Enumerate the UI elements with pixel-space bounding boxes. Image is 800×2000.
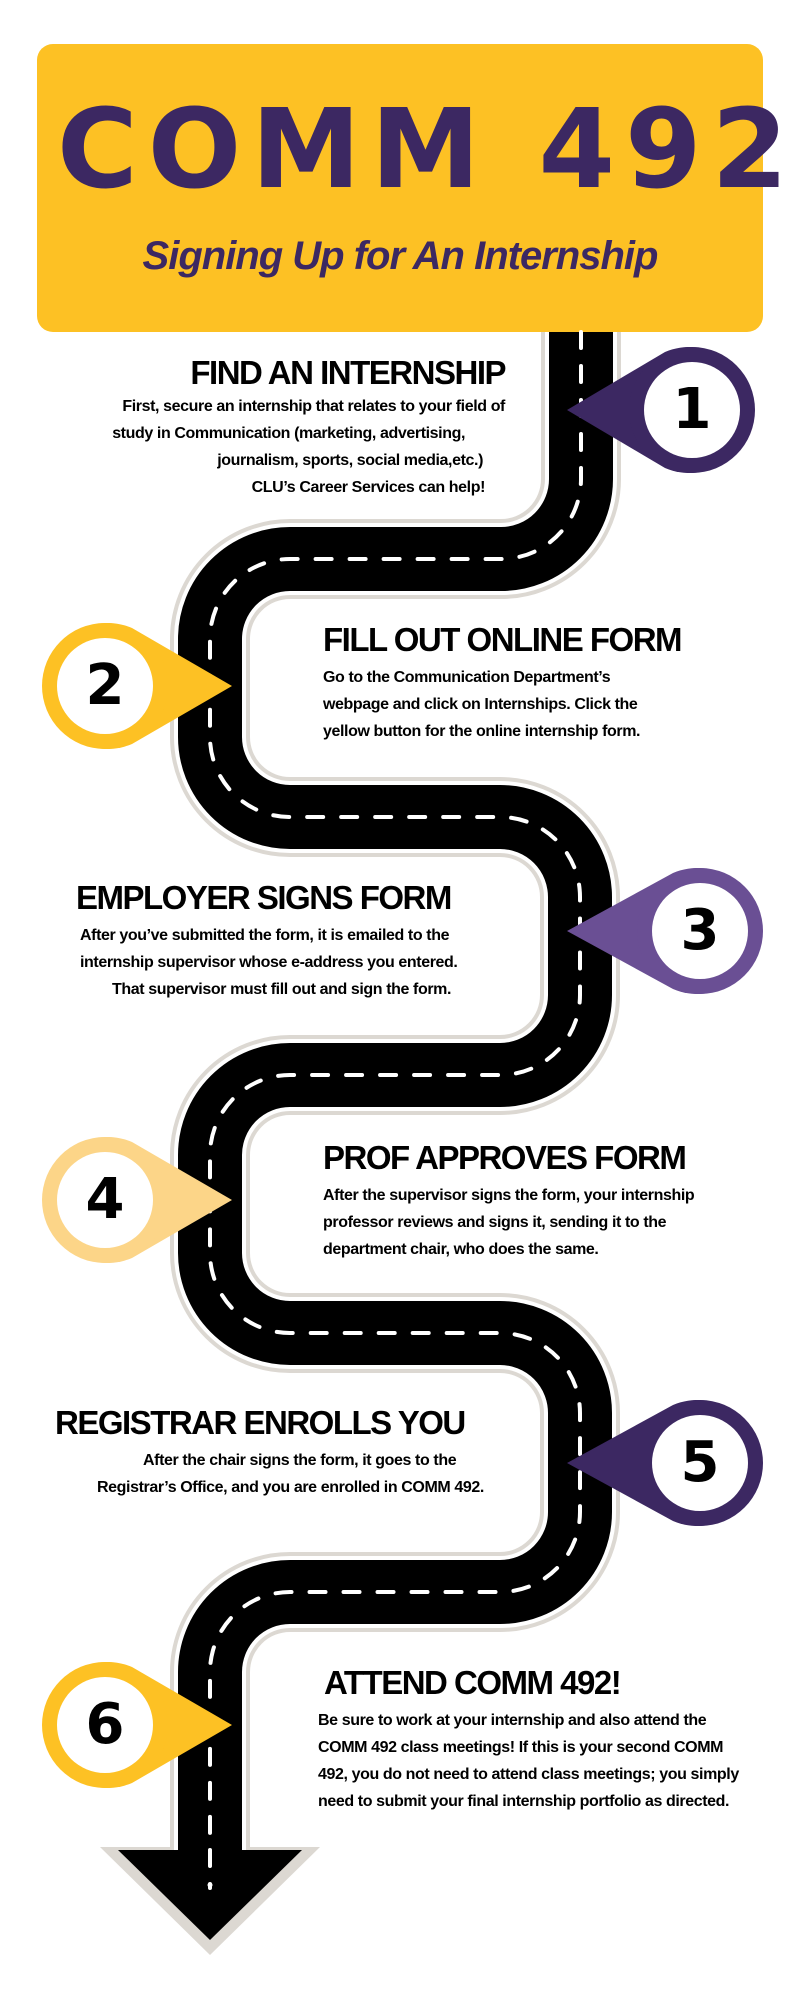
header-banner: COMM 492 Signing Up for An Internship xyxy=(37,44,799,332)
step-1-description: First, secure an internship that relates… xyxy=(60,393,505,501)
step-3-line: After you’ve submitted the form, it is e… xyxy=(80,927,450,944)
step-3-line: internship supervisor whose e-address yo… xyxy=(80,954,458,971)
step-3-heading: EMPLOYER SIGNS FORM xyxy=(76,879,452,916)
step-1-number: 1 xyxy=(672,377,712,442)
step-3-pin-icon xyxy=(567,868,763,994)
step-2: FILL OUT ONLINE FORM Go to the Communica… xyxy=(323,622,763,745)
step-6-number: 6 xyxy=(85,1692,125,1757)
step-6-line: 492, you do not need to attend class mee… xyxy=(318,1766,739,1783)
step-2-pin-icon xyxy=(42,623,233,749)
step-3: EMPLOYER SIGNS FORM After you’ve submitt… xyxy=(72,880,502,1003)
step-3-description: After you’ve submitted the form, it is e… xyxy=(72,922,502,1003)
step-6: ATTEND COMM 492! Be sure to work at your… xyxy=(318,1665,788,1815)
page-subtitle: Signing Up for An Internship xyxy=(142,234,659,278)
step-6-heading: ATTEND COMM 492! xyxy=(324,1664,622,1701)
step-1-line: study in Communication (marketing, adver… xyxy=(112,425,465,442)
step-5-number: 5 xyxy=(680,1430,720,1495)
step-1-pin-icon xyxy=(567,346,755,473)
step-1: FIND AN INTERNSHIP First, secure an inte… xyxy=(60,354,506,501)
step-4-line: After the supervisor signs the form, you… xyxy=(323,1187,695,1204)
step-3-line: That supervisor must fill out and sign t… xyxy=(112,981,452,998)
step-1-heading: FIND AN INTERNSHIP xyxy=(190,354,506,391)
step-4-number: 4 xyxy=(85,1167,125,1232)
step-5-description: After the chair signs the form, it goes … xyxy=(55,1447,525,1501)
step-6-line: COMM 492 class meetings! If this is your… xyxy=(318,1739,724,1756)
step-5: REGISTRAR ENROLLS YOU After the chair si… xyxy=(55,1405,525,1501)
step-6-pin-icon xyxy=(42,1662,232,1789)
step-4: PROF APPROVES FORM After the supervisor … xyxy=(323,1140,763,1263)
page-title: COMM 492 xyxy=(57,85,799,213)
step-5-line: Registrar’s Office, and you are enrolled… xyxy=(97,1479,484,1496)
step-1-line: First, secure an internship that relates… xyxy=(122,398,505,415)
step-2-line: webpage and click on Internships. Click … xyxy=(323,696,638,713)
step-2-description: Go to the Communication Department’s web… xyxy=(323,664,763,745)
step-2-line: yellow button for the online internship … xyxy=(323,723,641,740)
step-4-line: professor reviews and signs it, sending … xyxy=(323,1214,667,1231)
step-1-line: journalism, sports, social media,etc.) xyxy=(217,452,483,469)
step-5-pin-icon xyxy=(567,1400,763,1526)
step-5-line: After the chair signs the form, it goes … xyxy=(143,1452,457,1469)
step-2-number: 2 xyxy=(85,653,125,718)
step-2-line: Go to the Communication Department’s xyxy=(323,669,611,686)
step-1-line: CLU’s Career Services can help! xyxy=(251,479,486,496)
step-4-pin-icon xyxy=(42,1137,233,1263)
step-2-heading: FILL OUT ONLINE FORM xyxy=(323,621,683,658)
step-4-line: department chair, who does the same. xyxy=(323,1241,599,1258)
step-6-line: Be sure to work at your internship and a… xyxy=(318,1712,707,1729)
step-5-heading: REGISTRAR ENROLLS YOU xyxy=(55,1404,466,1441)
step-3-number: 3 xyxy=(680,898,720,963)
step-4-description: After the supervisor signs the form, you… xyxy=(323,1182,763,1263)
step-4-heading: PROF APPROVES FORM xyxy=(323,1139,687,1176)
step-6-description: Be sure to work at your internship and a… xyxy=(318,1707,788,1815)
road-asphalt xyxy=(118,332,581,1940)
step-6-line: need to submit your final internship por… xyxy=(318,1793,730,1810)
